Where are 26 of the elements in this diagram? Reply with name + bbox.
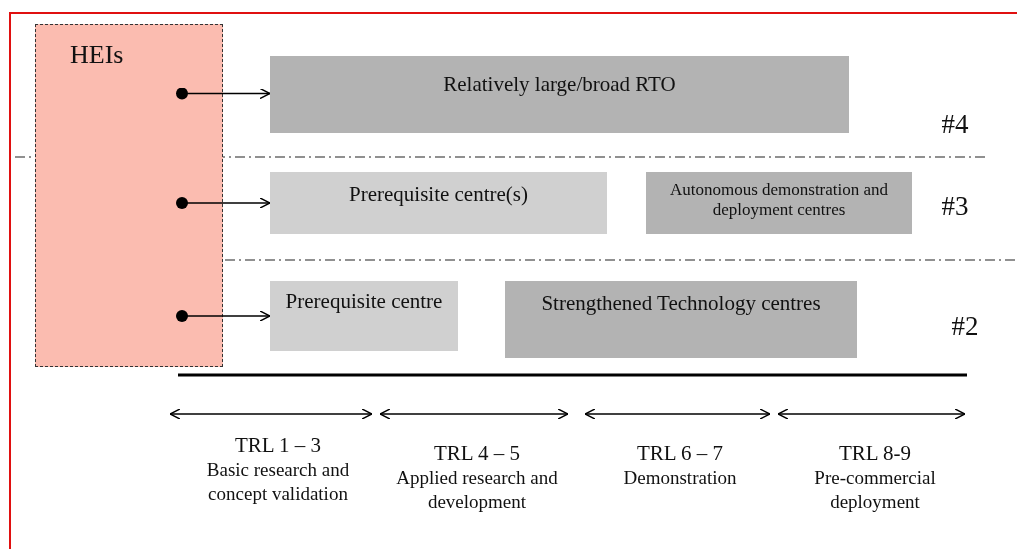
- range-label: TRL 8-9: [837, 440, 913, 467]
- centre-box: [646, 172, 912, 234]
- arrow: [176, 310, 271, 322]
- range-description: Applied research and development: [395, 466, 559, 514]
- range-description: Pre-commercial deployment: [813, 466, 937, 514]
- arrow: [176, 87, 271, 100]
- box-label: Strengthened Technology centres: [540, 291, 822, 317]
- row-number: #3: [940, 190, 970, 223]
- arrow: [176, 197, 271, 209]
- box-label: Relatively large/broad RTO: [442, 72, 677, 98]
- range-label: TRL 4 – 5: [432, 440, 522, 467]
- range-description: Demonstration: [622, 466, 738, 490]
- group-title: HEIs: [70, 39, 125, 71]
- row-number: #2: [950, 310, 980, 343]
- range-label: TRL 6 – 7: [635, 440, 725, 467]
- organisation-box: [270, 56, 849, 133]
- centre-box: [505, 281, 857, 358]
- group-box: [35, 24, 223, 367]
- box-label: Prerequisite centre(s): [348, 182, 529, 208]
- centre-box: [270, 281, 458, 351]
- range-label: TRL 1 – 3: [233, 432, 323, 459]
- range-description: Basic research and concept validation: [205, 458, 351, 506]
- row-number: #4: [940, 108, 970, 141]
- box-label: Autonomous demonstration and deployment centres: [668, 180, 890, 221]
- box-label: Prerequisite centre: [284, 289, 444, 315]
- centre-box: [270, 172, 607, 234]
